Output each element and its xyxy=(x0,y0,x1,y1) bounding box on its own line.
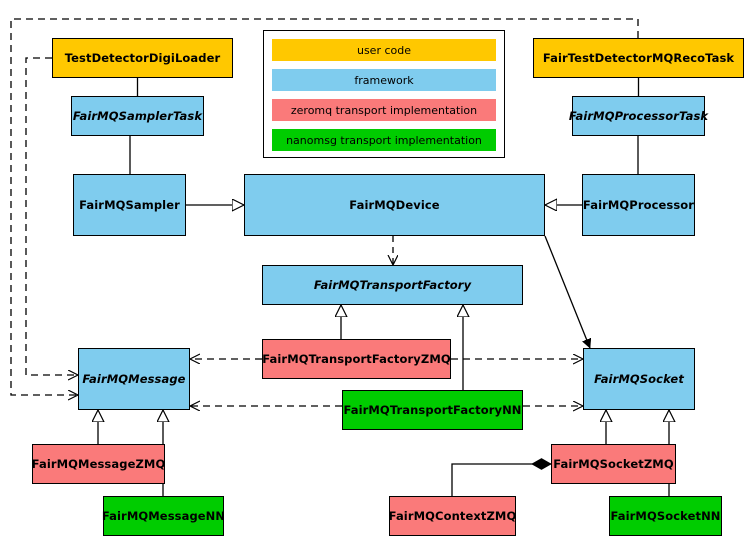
class-node-fairmqsamplertask[interactable]: FairMQSamplerTask xyxy=(71,96,204,136)
legend-item-user: user code xyxy=(272,39,496,61)
class-node-fairmqmessagezmq[interactable]: FairMQMessageZMQ xyxy=(32,444,165,484)
class-node-fairmqprocessortask[interactable]: FairMQProcessorTask xyxy=(569,96,708,136)
class-node-fairmqsocket[interactable]: FairMQSocket xyxy=(583,348,695,410)
legend-item-framework: framework xyxy=(272,69,496,91)
class-node-testdetectordigiloader[interactable]: TestDetectorDigiLoader xyxy=(52,38,233,78)
class-node-fairtestdetectormqrecotask[interactable]: FairTestDetectorMQRecoTask xyxy=(533,38,744,78)
legend-panel: user code framework zeromq transport imple… xyxy=(263,30,505,158)
class-node-fairmqmessage[interactable]: FairMQMessage xyxy=(78,348,190,410)
class-node-fairmqsocketnn[interactable]: FairMQSocketNN xyxy=(609,496,722,536)
class-node-fairmqmessagenn[interactable]: FairMQMessageNN xyxy=(102,496,225,536)
legend-item-zeromq: zeromq transport implementation xyxy=(272,99,496,121)
class-node-fairmqcontextzmq[interactable]: FairMQContextZMQ xyxy=(389,496,516,536)
edge-device-to-socket xyxy=(544,235,590,348)
class-node-fairmqdevice[interactable]: FairMQDevice xyxy=(244,174,545,236)
class-node-fairmqtransportfactorynn[interactable]: FairMQTransportFactoryNN xyxy=(342,390,523,430)
class-node-fairmqtransportfactoryzmq[interactable]: FairMQTransportFactoryZMQ xyxy=(262,339,451,379)
edge-contextzmq-to-socketzmq xyxy=(451,464,551,496)
legend-item-nanomsg: nanomsg transport implementation xyxy=(272,129,496,151)
class-node-fairmqsocketzmq[interactable]: FairMQSocketZMQ xyxy=(551,444,676,484)
class-node-fairmqprocessor[interactable]: FairMQProcessor xyxy=(582,174,695,236)
class-node-fairmqtransportfactory[interactable]: FairMQTransportFactory xyxy=(262,265,523,305)
class-node-fairmqsampler[interactable]: FairMQSampler xyxy=(73,174,186,236)
